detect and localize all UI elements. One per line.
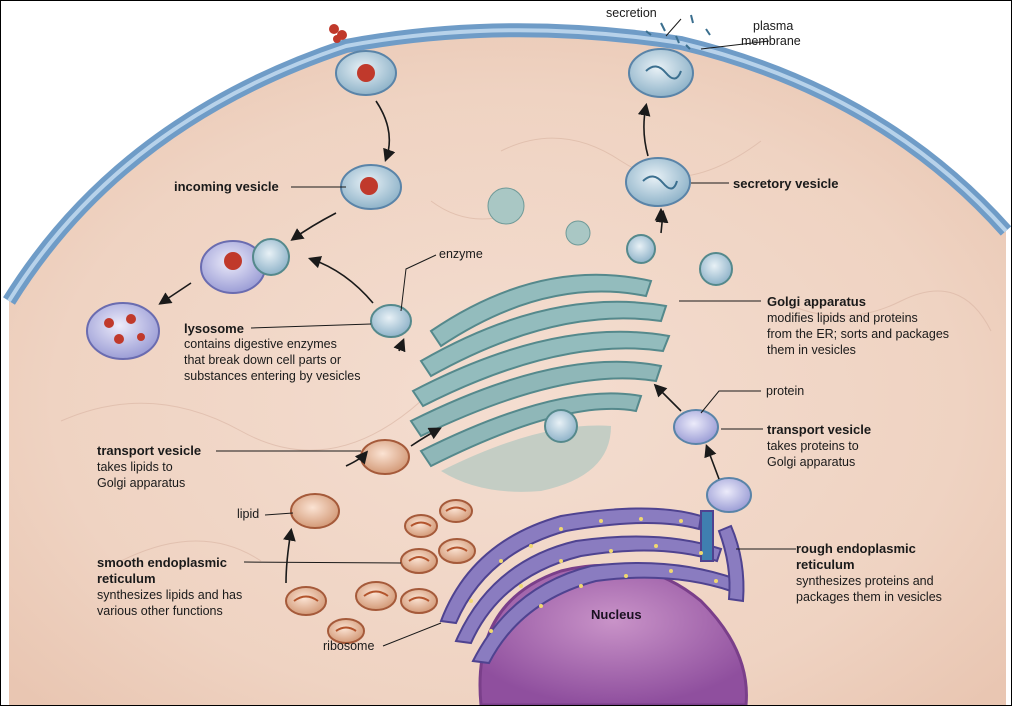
- label-transport-left-desc-2: Golgi apparatus: [97, 476, 186, 490]
- label-smooth-er-title-2: reticulum: [97, 571, 156, 586]
- label-rough-er-desc-2: packages them in vesicles: [796, 590, 942, 604]
- incoming-cargo: [357, 64, 375, 82]
- rough-er: [439, 507, 745, 665]
- label-ribosome: ribosome: [323, 639, 375, 653]
- label-lysosome-title: lysosome: [184, 321, 244, 336]
- enzyme-vesicle: [370, 304, 412, 338]
- label-plasma: plasma: [753, 19, 794, 33]
- label-enzyme: enzyme: [439, 247, 483, 261]
- label-rough-er-title-2: reticulum: [796, 557, 855, 572]
- label-transport-vesicle-right: transport vesicle: [767, 422, 872, 437]
- label-transport-left-desc-1: takes lipids to: [97, 460, 173, 474]
- label-golgi-desc-3: them in vesicles: [767, 343, 856, 357]
- secretory-vesicle: [625, 157, 691, 207]
- ribosomes: [469, 517, 718, 633]
- label-smooth-er-desc-2: various other functions: [97, 604, 223, 618]
- label-golgi-desc-2: from the ER; sorts and packages: [767, 327, 950, 341]
- label-transport-right-desc-2: Golgi apparatus: [767, 455, 856, 469]
- lipid-vesicle: [290, 493, 340, 529]
- label-lysosome-desc-3: substances entering by vesicles: [184, 369, 361, 383]
- label-smooth-er-desc-1: synthesizes lipids and has: [97, 588, 243, 602]
- label-smooth-er-title-1: smooth endoplasmic: [97, 555, 228, 570]
- label-incoming-vesicle: incoming vesicle: [174, 179, 279, 194]
- golgi-budding-vesicle: [626, 234, 656, 264]
- label-transport-right-desc-1: takes proteins to: [767, 439, 859, 453]
- label-transport-vesicle-left: transport vesicle: [97, 443, 202, 458]
- label-golgi-title: Golgi apparatus: [767, 294, 866, 309]
- label-rough-er-title-1: rough endoplasmic: [796, 541, 916, 556]
- smooth-er: [285, 499, 476, 644]
- smooth-er-lumen: [293, 506, 468, 632]
- lysosome: [86, 302, 160, 360]
- label-golgi-desc-1: modifies lipids and proteins: [767, 311, 918, 325]
- nucleus-label: Nucleus: [591, 607, 642, 622]
- transport-vesicle-lipid: [360, 439, 410, 475]
- golgi-apparatus: [409, 273, 671, 492]
- exocytosis-vesicle: [628, 48, 694, 98]
- label-membrane: membrane: [741, 34, 801, 48]
- label-secretory-vesicle: secretory vesicle: [733, 176, 839, 191]
- label-lysosome-desc-2: that break down cell parts or: [184, 353, 342, 367]
- label-lipid: lipid: [237, 507, 260, 521]
- pathway-arrows: [158, 100, 720, 584]
- secretion-particles: [645, 14, 711, 50]
- cytoskeleton-texture: [60, 137, 992, 562]
- label-protein: protein: [766, 384, 805, 398]
- transport-vesicle-protein: [673, 409, 719, 445]
- label-secretion: secretion: [606, 6, 657, 20]
- label-lysosome-desc-1: contains digestive enzymes: [184, 337, 337, 351]
- transport-vesicle-protein-2: [706, 477, 752, 513]
- cytoplasm-vesicle: [487, 187, 525, 225]
- golgi-vesicle: [699, 252, 733, 286]
- cytoplasm-vesicle-small: [565, 220, 591, 246]
- extracellular-particle: [329, 24, 347, 43]
- leader-lines: [216, 18, 796, 647]
- label-rough-er-desc-1: synthesizes proteins and: [796, 574, 934, 588]
- golgi-vesicle-2: [544, 409, 578, 443]
